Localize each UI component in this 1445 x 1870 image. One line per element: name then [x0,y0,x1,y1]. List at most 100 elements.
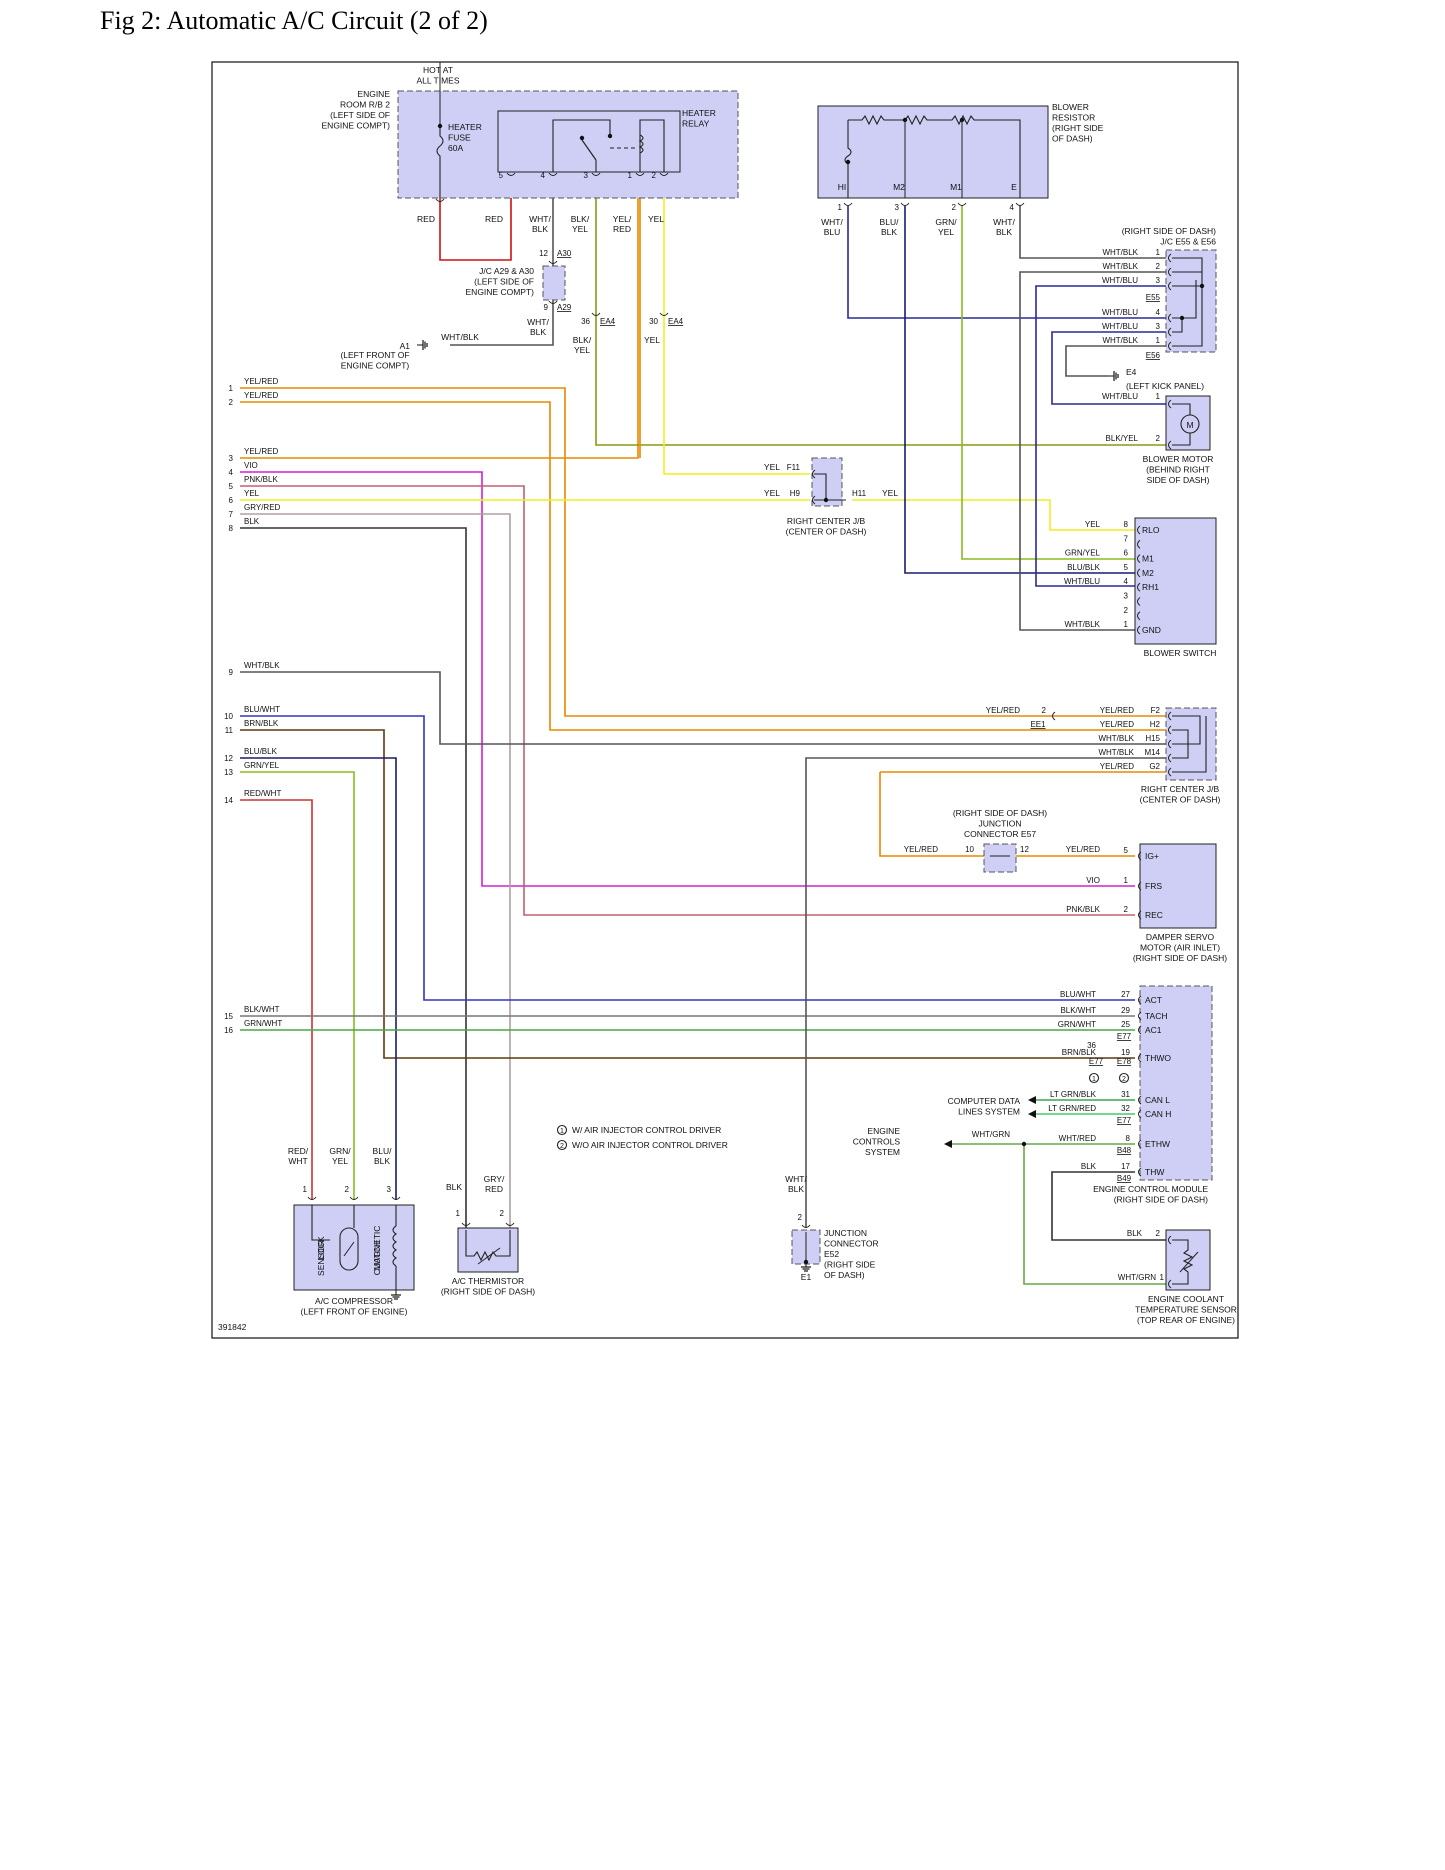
jc-e55-label: (RIGHT SIDE OF DASH) [1122,226,1216,236]
connector-mark [1137,568,1141,578]
note-marker-number: 1 [560,1128,564,1135]
connector-mark [1138,1011,1142,1021]
connector-mark [461,1222,471,1226]
wire-resistor-e [1019,206,1166,259]
note-marker-1 [1088,1072,1100,1084]
jc-e57-label: JUNCTION [979,819,1022,829]
jb2-pin: G2 [1149,762,1160,771]
ecm-pin: 19 [1121,1048,1130,1057]
jb2-wire: YEL/RED [1100,762,1134,771]
edge-number: 11 [225,726,234,735]
ecm-terminal: TACH [1145,1011,1168,1021]
heater-relay-label: HEATER [682,108,716,118]
e4-location: (LEFT KICK PANEL) [1126,381,1204,391]
switch-terminal: GND [1142,625,1161,635]
resistor-pin: 2 [952,203,957,212]
resistor-pin: 4 [1010,203,1015,212]
compressor-lead [311,1205,330,1241]
jc-e55-pin: 3 [1156,322,1161,331]
jc-pin: A29 [557,303,572,312]
blower-motor-wire: BLK/YEL [1106,434,1139,443]
ect-pin: 2 [1156,1229,1161,1238]
connector-mark [506,172,516,176]
jb-bus [1172,716,1207,773]
wire-ect-2 [1051,1171,1166,1241]
jc-wire-label: BLK [530,327,546,337]
connector-mark [900,202,910,206]
edge-number: 6 [229,496,234,505]
damper-wire: VIO [1086,876,1100,885]
wire-5 [240,485,1135,916]
right-jb1-label: (CENTER OF DASH) [786,527,867,537]
ea4-label: EA4 [668,317,684,326]
e57-wire: YEL/RED [904,845,938,854]
ecm-terminal: ACT [1145,995,1162,1005]
e4-label: E4 [1126,367,1137,377]
resistor-pin: 1 [838,203,843,212]
connector-mark [1168,753,1172,763]
connector-mark [659,312,669,316]
resistor-wire-label: BLK [996,227,1012,237]
jb2-wire: WHT/BLK [1098,748,1134,757]
jc-e52-label: CONNECTOR [824,1239,879,1249]
junction-dot [823,497,829,503]
switch-pin: 5 [1124,563,1129,572]
edge-wire-label: BLK [244,517,260,526]
connector-mark [1138,910,1142,920]
wire-wht-blk-top [450,176,554,346]
engine-room-rb: (LEFT SIDE OF [330,110,390,120]
switch-pin: 4 [1124,577,1129,586]
ect-wire: BLK [1127,1229,1143,1238]
top-wire-label: RED [417,214,435,224]
ea4-label: EA4 [600,317,616,326]
wire-jc-2 [1019,271,1166,631]
motor-lead [1172,433,1191,446]
blower-motor-pin: 2 [1156,434,1161,443]
connector-mark [1138,881,1142,891]
wire-14 [240,799,313,1200]
edge-number: 2 [229,398,234,407]
edge-wire-label: VIO [244,461,258,470]
hot-at-all-times: HOT AT [423,65,453,75]
e77-label: E77 [1117,1116,1132,1125]
ect-wire: WHT/GRN [1118,1273,1156,1282]
engine-controls-system: CONTROLS [853,1137,901,1147]
connector-mark [1138,1095,1142,1105]
e57-pin: 10 [965,845,974,854]
jb2-wire: YEL/RED [986,706,1020,715]
ecm-pin: 29 [1121,1006,1130,1015]
edge-number: 15 [224,1012,233,1021]
top-wire-label: RED [485,214,503,224]
edge-wire-label: YEL/RED [244,447,278,456]
jc-wire-label: WHT/ [527,317,549,327]
switch-wire: WHT/BLU [1064,577,1100,586]
switch-terminal: M1 [1142,554,1154,564]
jb-bus [814,473,827,501]
label-layer: 1YEL/RED2YEL/RED3YEL/RED4VIO5PNK/BLK6YEL… [218,65,1237,1332]
jb2-pin: F2 [1151,706,1161,715]
note-marker-number: 2 [1122,1076,1126,1083]
connector-mark [1138,1109,1142,1119]
jc-e55-pin: 1 [1156,336,1161,345]
connector-mark [1168,711,1172,721]
resistor-wire-label: BLK [881,227,897,237]
ecm-wire: LT GRN/RED [1048,1104,1096,1113]
connector-mark [1168,341,1172,351]
component-box [817,105,1049,199]
wire-6b [852,499,1135,531]
ecm-terminal: THWO [1145,1053,1171,1063]
coil-icon [638,134,644,154]
resistor-wire-label: WHT/ [993,217,1015,227]
relay-pin: 4 [541,171,546,180]
connector-mark [812,495,816,505]
ea4-pin: 30 [649,317,658,326]
connector-mark [435,198,445,202]
heater-fuse-label: HEATER [448,122,482,132]
e57-pin: 12 [1020,845,1029,854]
edge-number: 12 [224,754,233,763]
connector-mark [1168,399,1172,409]
relay-pin: 2 [652,171,657,180]
wire-10 [240,715,1135,1001]
jc-e55-wire: WHT/BLU [1102,322,1138,331]
connector-mark [1168,327,1172,337]
